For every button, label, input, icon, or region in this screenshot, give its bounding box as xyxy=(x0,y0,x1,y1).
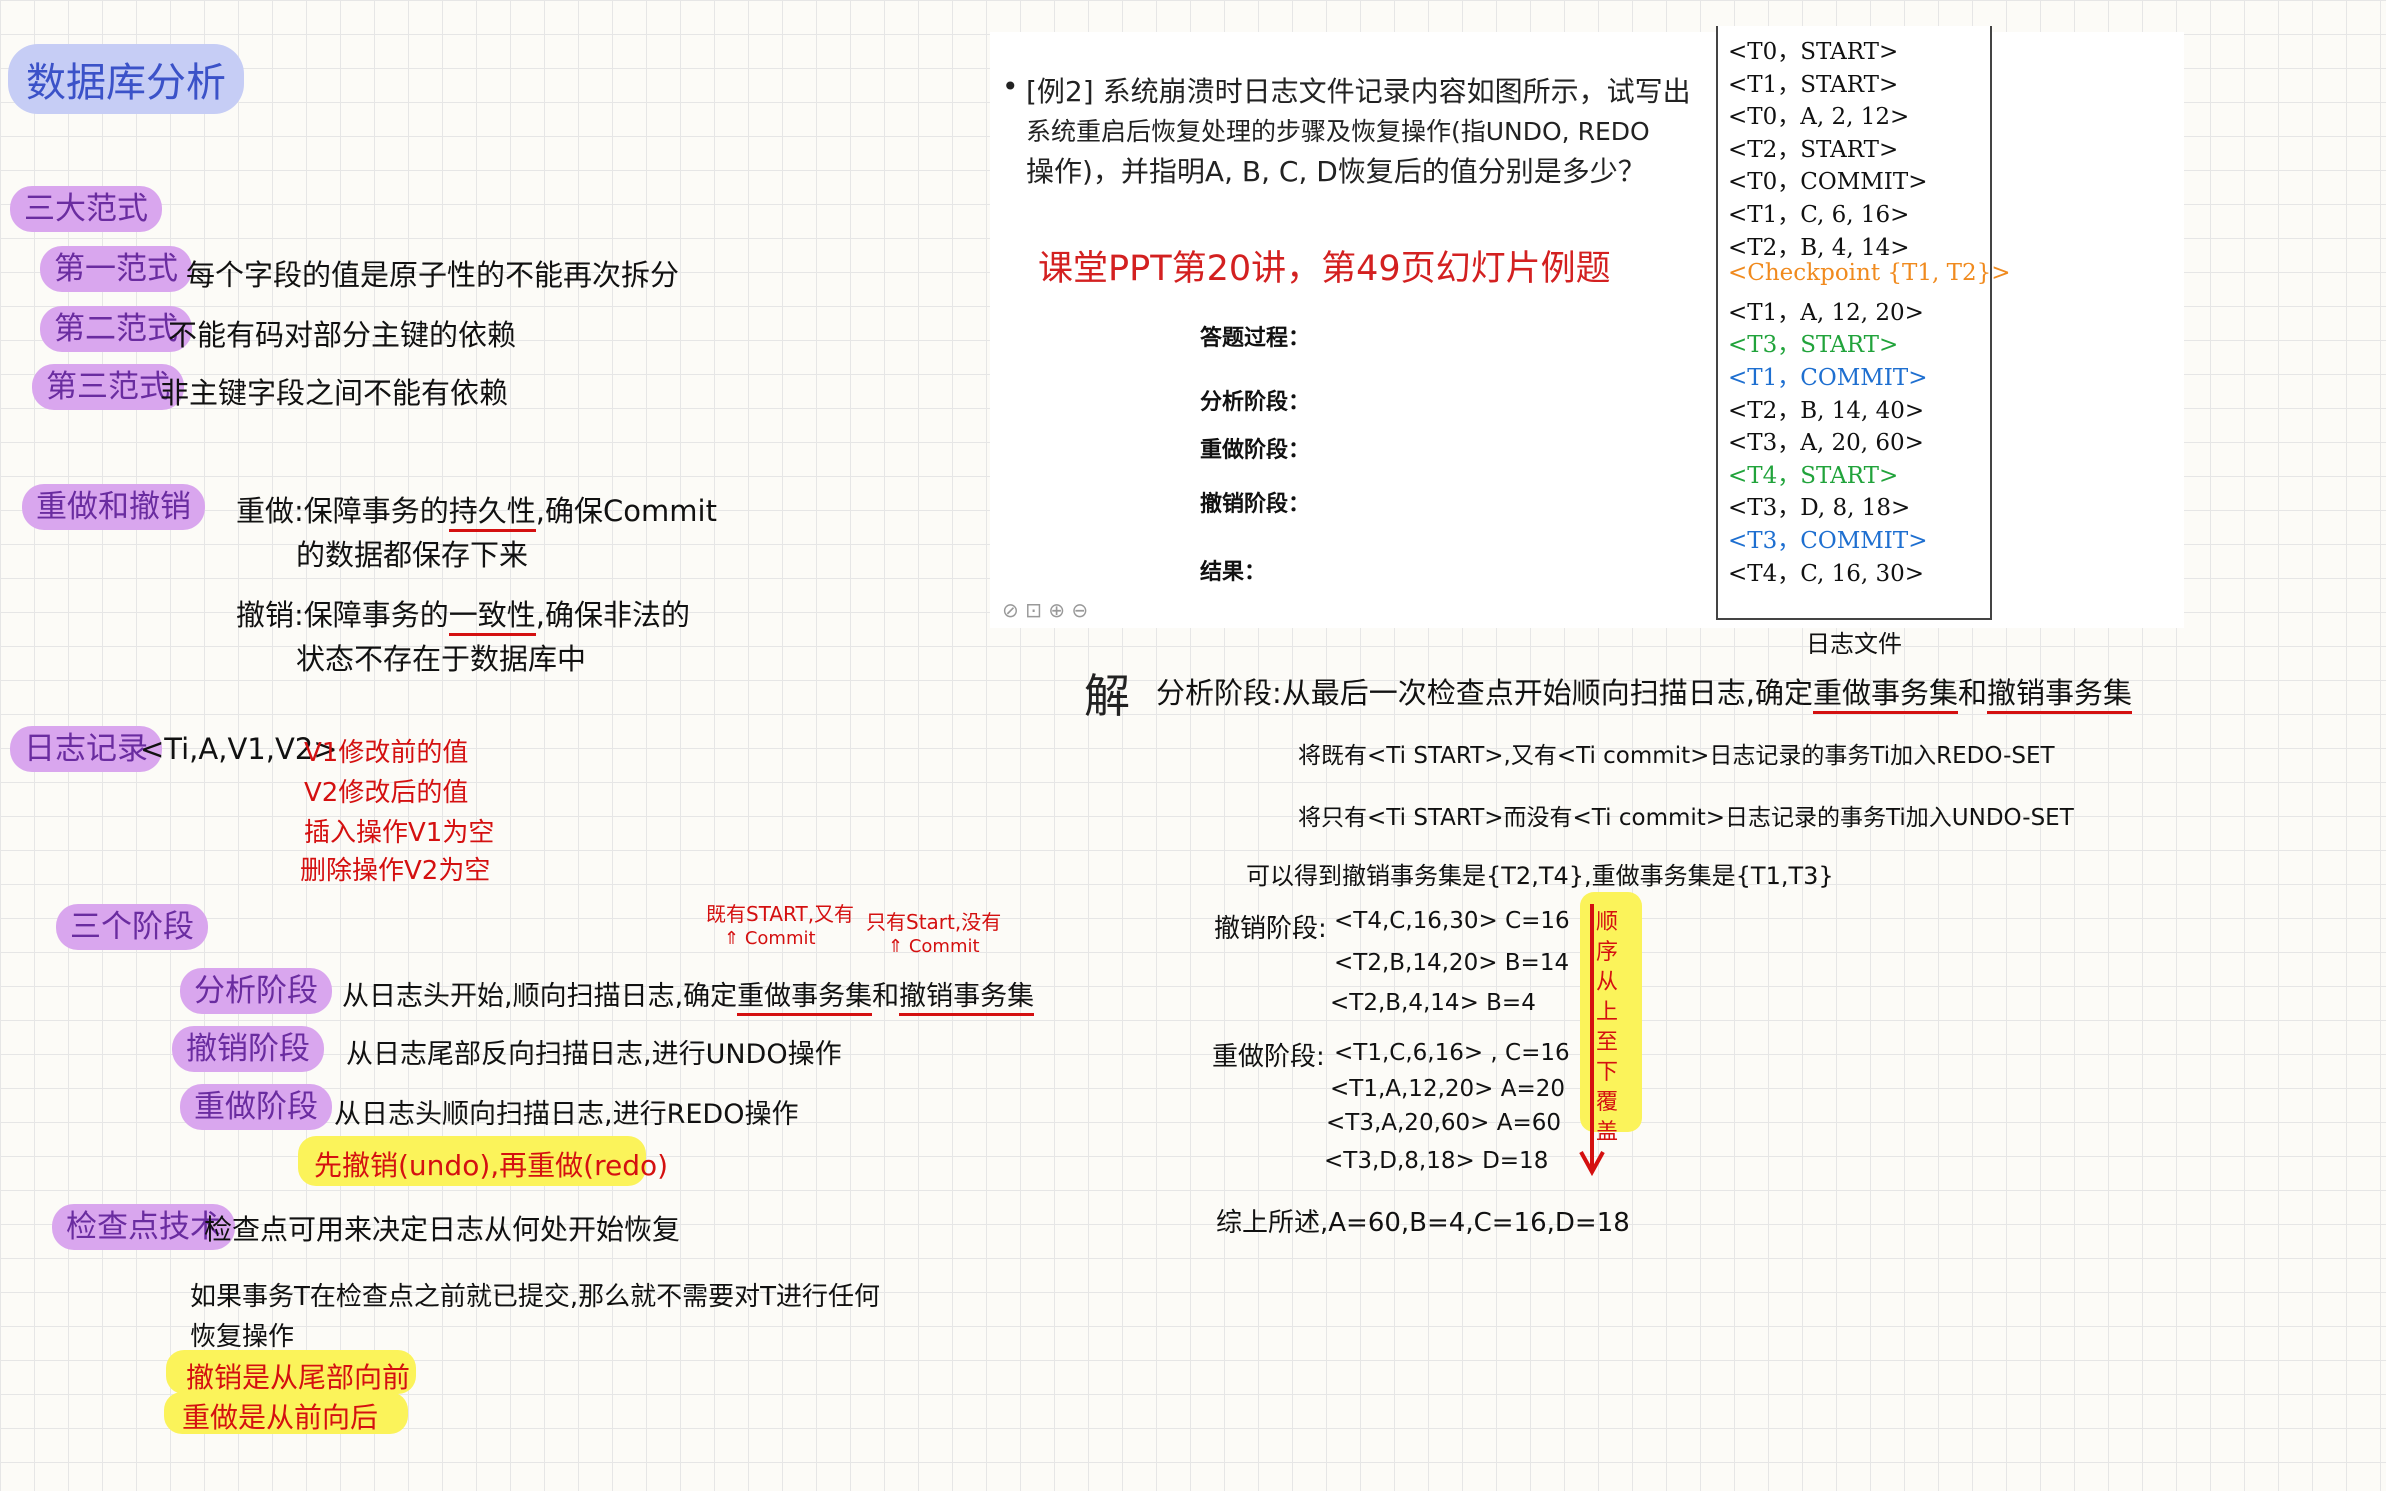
log-entry: <T3，START> xyxy=(1728,332,1899,359)
analysis-phase-text: 从日志头开始,顺向扫描日志,确定重做事务集和撤销事务集 xyxy=(342,974,1035,1016)
log-entry: <T1，START> xyxy=(1728,71,1899,98)
log-entry: <T3，A, 20, 60> xyxy=(1728,430,1924,457)
third-nf-text: 非主键字段之间不能有依赖 xyxy=(160,376,509,410)
log-entry: <T1，C, 6, 16> xyxy=(1728,202,1910,228)
redo-undo-tag: 重做和撤销 xyxy=(22,484,205,530)
third-nf-tag: 第三范式 xyxy=(32,364,184,410)
log-record-tag: 日志记录 xyxy=(10,726,162,772)
log-entry: <T3，D, 8, 18> xyxy=(1728,495,1911,522)
log-entry: <T0，A, 2, 12> xyxy=(1728,104,1910,131)
answer-analysis-line: 分析阶段:从最后一次检查点开始顺向扫描日志,确定重做事务集和撤销事务集 xyxy=(1156,670,2133,714)
log-entry: <T0，START> xyxy=(1728,39,1899,65)
second-nf-text: 不能有码对部分主键的依赖 xyxy=(168,318,517,352)
step-redo: 重做阶段： xyxy=(1200,438,1311,463)
bullet-icon: • xyxy=(1002,70,1019,103)
checkpoint-undo-note: 撤销是从尾部向前 xyxy=(186,1361,411,1394)
answer-undo-line-2: <T2,B,14,20> B=14 xyxy=(1334,950,1570,976)
step-undo: 撤销阶段： xyxy=(1200,492,1311,517)
checkpoint-tag: 检查点技术 xyxy=(52,1204,235,1250)
ppt-reference: 课堂PPT第20讲，第49页幻灯片例题 xyxy=(1038,249,1611,289)
log-file-box: <T0，START> <T1，START> <T0，A, 2, 12> <T2，STA… xyxy=(1716,26,2011,658)
log-entry: <Checkpoint {T1, T2}> xyxy=(1728,260,2011,287)
redo-phase-text: 从日志头顺向扫描日志,进行REDO操作 xyxy=(334,1099,799,1130)
answer-final-result: 综上所述,A=60,B=4,C=16,D=18 xyxy=(1216,1208,1630,1238)
log-note-v2: V2修改后的值 xyxy=(304,778,469,808)
step-result: 结果： xyxy=(1200,560,1267,585)
ppt-slide: • [例2] 系统崩溃时日志文件记录内容如图所示，试写出 系统重启后恢复处理的步… xyxy=(990,26,2184,658)
undo-definition: 撤销:保障事务的一致性,确保非法的 xyxy=(236,592,690,636)
zoom-icon[interactable]: ⊕ xyxy=(1048,598,1066,622)
log-entry: <T2，B, 4, 14> xyxy=(1728,234,1910,261)
redo-set-note: 既有START,又有 xyxy=(706,902,855,926)
answer-redo-line-2: <T1,A,12,20> A=20 xyxy=(1330,1076,1566,1102)
checkpoint-text: 检查点可用来决定日志从何处开始恢复 xyxy=(204,1213,681,1246)
more-icon[interactable]: ⊖ xyxy=(1071,598,1089,622)
answer-redo-set-rule: 将既有<Ti START>,又有<Ti commit>日志记录的事务Ti加入RE… xyxy=(1298,743,2055,769)
checkpoint-highlight-1 xyxy=(166,1350,416,1394)
answer-sets-result: 可以得到撤销事务集是{T2,T4},重做事务集是{T1,T3} xyxy=(1246,862,1834,890)
checkpoint-text2: 如果事务T在检查点之前就已提交,那么就不需要对T进行任何 xyxy=(190,1282,881,1312)
undo-set-note: 只有Start,没有 xyxy=(866,910,1002,934)
normal-forms-tag: 三大范式 xyxy=(10,186,162,232)
edit-icon[interactable]: ⊘ xyxy=(1002,598,1019,622)
log-entry: <T3，COMMIT> xyxy=(1728,528,1928,554)
answer-undo-set-rule: 将只有<Ti START>而没有<Ti commit>日志记录的事务Ti加入UN… xyxy=(1298,805,2074,831)
redo-definition-line2: 的数据都保存下来 xyxy=(296,538,529,572)
log-entry: <T1，A, 12, 20> xyxy=(1728,299,1924,326)
first-nf-text: 每个字段的值是原子性的不能再次拆分 xyxy=(186,258,680,292)
answer-redo-line-3: <T3,A,20,60> A=60 xyxy=(1326,1110,1562,1136)
order-highlight xyxy=(298,1136,646,1186)
log-entry: <T1，COMMIT> xyxy=(1728,365,1928,391)
step-process: 答题过程： xyxy=(1200,326,1311,351)
checkpoint-highlight-2 xyxy=(164,1392,408,1434)
undo-phase-text: 从日志尾部反向扫描日志,进行UNDO操作 xyxy=(346,1039,842,1070)
second-nf-tag: 第二范式 xyxy=(40,306,192,352)
checkpoint-text3: 恢复操作 xyxy=(190,1322,295,1352)
redo-phase-tag: 重做阶段 xyxy=(180,1084,332,1130)
first-nf-tag: 第一范式 xyxy=(40,246,192,292)
slide-toolbar[interactable]: ⊘ ⊡ ⊕ ⊖ xyxy=(1002,598,1088,622)
undo-phase-tag: 撤销阶段 xyxy=(172,1026,324,1072)
question-line-3: 操作)，并指明A, B, C, D恢复后的值分别是多少？ xyxy=(1026,155,1646,188)
log-entry: <T2，B, 14, 40> xyxy=(1728,397,1925,424)
undo-definition-line2: 状态不存在于数据库中 xyxy=(296,642,587,676)
log-entry: <T0，COMMIT> xyxy=(1728,169,1928,196)
answer-redo-line-4: <T3,D,8,18> D=18 xyxy=(1324,1148,1549,1174)
answer-undo-line-1: <T4,C,16,30> C=16 xyxy=(1334,908,1570,934)
log-format: <Ti,A,V1,V2> xyxy=(140,732,338,766)
question-line-2: 系统重启后恢复处理的步骤及恢复操作(指UNDO, REDO xyxy=(1026,117,1650,146)
log-entry: <T4，START> xyxy=(1728,462,1899,489)
log-note-v1: V1修改前的值 xyxy=(304,738,469,768)
log-note-delete: 删除操作V2为空 xyxy=(300,856,491,886)
answer-redo-label: 重做阶段: xyxy=(1212,1042,1325,1072)
answer-undo-line-3: <T2,B,4,14> B=4 xyxy=(1330,990,1536,1016)
three-phases-tag: 三个阶段 xyxy=(56,904,208,950)
side-note-text: 顺序从上至下覆盖 xyxy=(1596,910,1619,1145)
answer-redo-line-1: <T1,C,6,16> , C=16 xyxy=(1334,1040,1570,1066)
checkpoint-redo-note: 重做是从前向后 xyxy=(182,1401,379,1434)
answer-label: 解 xyxy=(1084,669,1130,723)
question-line-1: [例2] 系统崩溃时日志文件记录内容如图所示，试写出 xyxy=(1026,75,1691,108)
analysis-phase-tag: 分析阶段 xyxy=(180,968,332,1014)
log-entry: <T4，C, 16, 30> xyxy=(1728,560,1925,587)
undo-set-note-sub: ⇑ Commit xyxy=(888,936,980,957)
redo-set-note-sub: ⇑ Commit xyxy=(724,928,816,949)
order-note: 先撤销(undo),再重做(redo) xyxy=(314,1149,669,1182)
copy-icon[interactable]: ⊡ xyxy=(1025,598,1042,622)
up-arrow-icon: ⇑ xyxy=(888,936,904,957)
step-analysis: 分析阶段： xyxy=(1200,390,1311,415)
log-entry: <T2，START> xyxy=(1728,136,1899,163)
answer-undo-label: 撤销阶段: xyxy=(1214,914,1327,944)
log-caption: 日志文件 xyxy=(1806,630,1902,658)
page-title: 数据库分析 xyxy=(8,44,244,114)
up-arrow-icon: ⇑ xyxy=(724,928,740,949)
redo-definition: 重做:保障事务的持久性,确保Commit xyxy=(236,488,717,532)
down-arrow-icon xyxy=(1579,904,1605,1177)
log-note-insert: 插入操作V1为空 xyxy=(304,818,495,848)
